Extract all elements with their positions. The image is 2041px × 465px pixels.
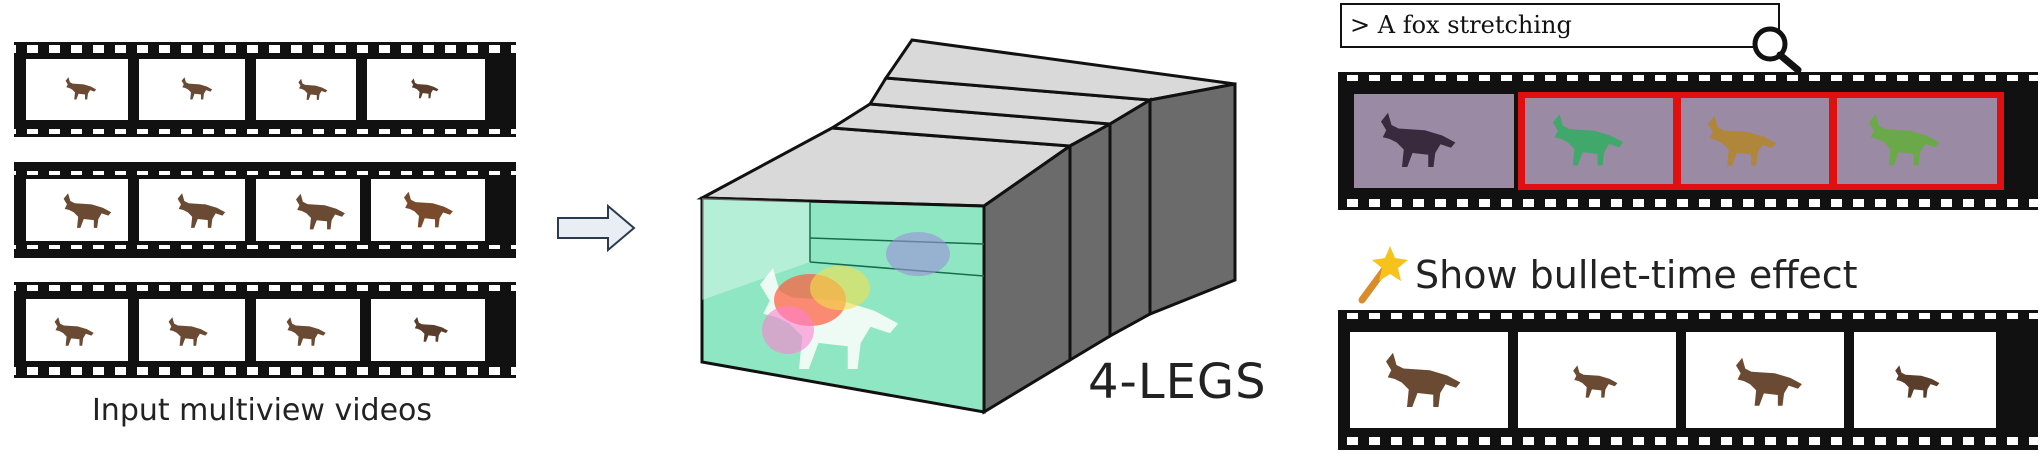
search-icon[interactable] [1752, 26, 1802, 74]
film-strip [14, 162, 516, 258]
magic-wand-icon [1358, 246, 1408, 304]
input-strips: Input multiview videos [14, 42, 516, 428]
film-strip [14, 42, 516, 137]
input-caption: Input multiview videos [92, 393, 432, 428]
bullet-time-strip [1338, 310, 2038, 450]
bullet-time-label: Show bullet-time effect [1415, 253, 1858, 297]
query-result-strip [1338, 72, 2038, 210]
query-box[interactable]: > A fox stretching [1340, 3, 1780, 48]
film-strip [14, 282, 516, 378]
query-text: > A fox stretching [1350, 11, 1572, 39]
right-arrow [557, 203, 636, 253]
model-name: 4-LEGS [1088, 354, 1267, 410]
feature-volume: 4-LEGS [696, 38, 1267, 415]
